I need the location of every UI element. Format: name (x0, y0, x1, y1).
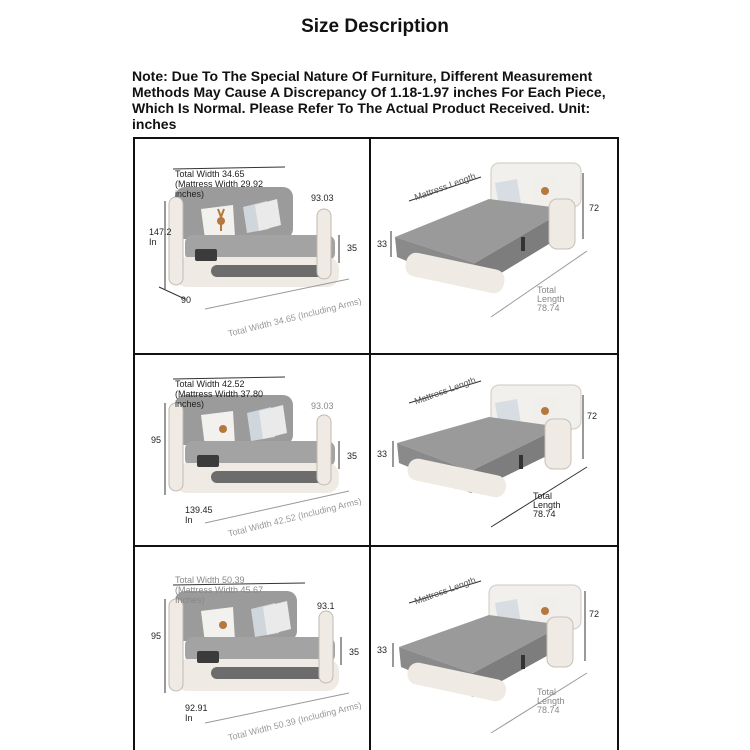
dimension-grid (133, 137, 619, 750)
page-title: Size Description (301, 16, 449, 37)
depth-label: 92.91 (185, 703, 208, 713)
total-length-value: 78.74 (537, 705, 560, 715)
arm-height-label: 93.1 (317, 601, 335, 611)
total-width-label: Total Width 34.65 (175, 169, 245, 179)
seat-height-label: 35 (349, 647, 360, 657)
depth-unit: In (185, 713, 193, 723)
mattress-width-label: (Mattress Width 29.92 (175, 179, 264, 189)
grid-divider (369, 137, 371, 750)
total-length-label: Total (537, 285, 557, 295)
sofa-front-view-2: Total Width 42.52 (Mattress Width 37.80 … (135, 355, 369, 545)
arm-height-label: 93.03 (311, 401, 334, 411)
total-width-label: Total Width 50.39 (175, 575, 245, 585)
mattress-width-unit: inches) (175, 189, 205, 199)
mattress-width-label: (Mattress Width 45.67 (175, 585, 264, 595)
height-label: 72 (589, 609, 600, 619)
total-length-label-2: Length (537, 294, 565, 304)
height-label: 72 (587, 411, 598, 421)
sofa-illustration (164, 376, 350, 524)
seat-height-label: 35 (347, 243, 358, 253)
height-unit: In (149, 237, 157, 247)
mattress-width-unit: inches) (175, 399, 205, 409)
total-length-label: Total (533, 491, 553, 501)
sofa-bed-illustration (392, 380, 588, 528)
arm-height-label: 93.03 (311, 193, 334, 203)
mattress-width-unit: Inches) (175, 595, 205, 605)
height-label: 95 (151, 631, 162, 641)
sofa-bed-open-view-3: Mattress Length 72 33 Total Length 78.74 (371, 547, 617, 750)
depth-label: 90 (181, 295, 192, 305)
grid-divider (133, 353, 619, 355)
sofa-bed-illustration (390, 162, 588, 318)
bed-height-label: 33 (377, 239, 388, 249)
sofa-illustration (164, 582, 350, 724)
sofa-front-view-1: Total Width 34.65 (Mattress Width 29.92 … (135, 139, 369, 353)
seat-height-label: 35 (347, 451, 358, 461)
depth-unit: In (185, 515, 193, 525)
total-length-label-2: Length (537, 696, 565, 706)
bed-height-label: 33 (377, 645, 388, 655)
total-length-value: 78.74 (537, 303, 560, 313)
total-width-label: Total Width 42.52 (175, 379, 245, 389)
depth-label: 139.45 (185, 505, 213, 515)
total-length-label: Total (537, 687, 557, 697)
size-note: Note: Due To The Special Nature Of Furni… (132, 68, 606, 132)
height-label: 147.2 (149, 227, 172, 237)
sofa-bed-open-view-1: Mattress Length 72 33 Total Length 78.74 (371, 139, 617, 353)
sofa-bed-open-view-2: Mattress Length 72 33 Total Length 78.74 (371, 355, 617, 545)
bed-height-label: 33 (377, 449, 388, 459)
total-length-value: 78.74 (533, 509, 556, 519)
sofa-illustration (158, 166, 350, 310)
height-label: 95 (151, 435, 162, 445)
height-label: 72 (589, 203, 600, 213)
grid-divider (133, 545, 619, 547)
total-length-label-2: Length (533, 500, 561, 510)
sofa-bed-illustration (392, 580, 588, 734)
sofa-front-view-3: Total Width 50.39 (Mattress Width 45.67 … (135, 547, 369, 750)
mattress-width-label: (Mattress Width 37.80 (175, 389, 264, 399)
